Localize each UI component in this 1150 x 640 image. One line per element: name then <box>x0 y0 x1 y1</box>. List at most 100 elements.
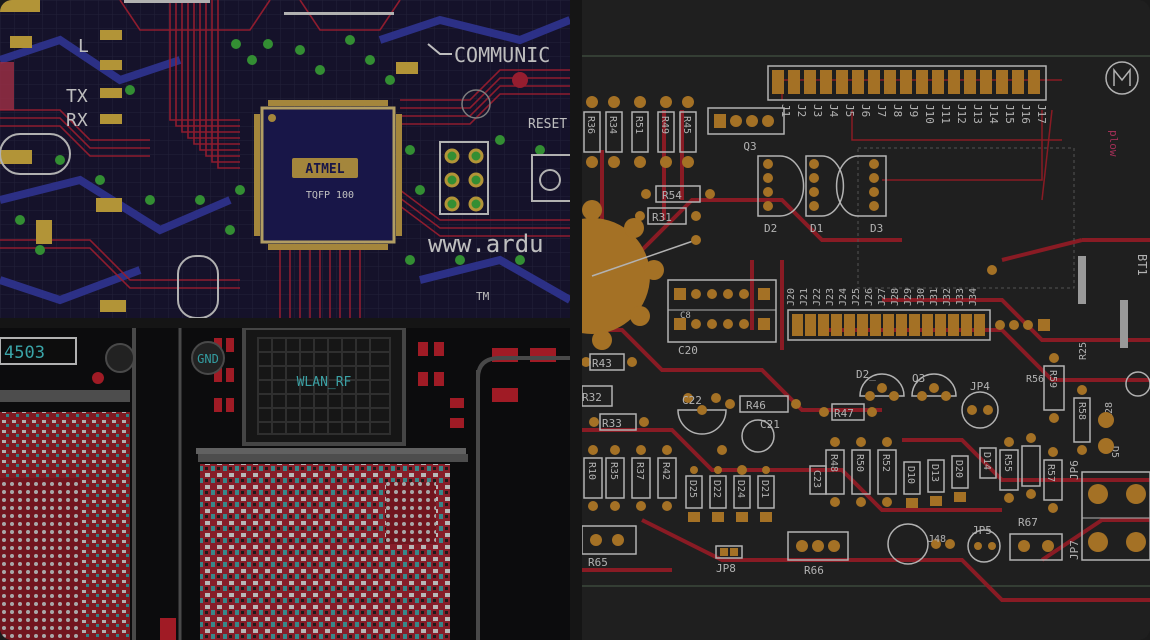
rf-pcb-art: WLAN_RF 4503 GND <box>0 328 570 640</box>
connector-strip <box>0 390 130 402</box>
svg-text:C23: C23 <box>811 470 822 488</box>
svg-text:J11: J11 <box>939 104 952 124</box>
svg-text:R51: R51 <box>633 116 644 134</box>
via-dots <box>15 35 545 265</box>
label-d1: D1 <box>810 222 823 235</box>
bga-chip <box>386 482 436 544</box>
svg-text:J29: J29 <box>903 288 914 306</box>
fiducial-marker <box>1105 61 1139 95</box>
svg-text:J14: J14 <box>987 104 1000 124</box>
svg-text:J21: J21 <box>799 288 810 306</box>
svg-text:J33: J33 <box>955 288 966 306</box>
svg-text:J28: J28 <box>890 288 901 306</box>
svg-text:J22: J22 <box>812 288 823 306</box>
part-label-box <box>0 337 77 365</box>
resistors-r46-r47: R46 R47 <box>725 395 877 421</box>
svg-text:R31: R31 <box>652 211 672 224</box>
gray-strip <box>196 448 466 454</box>
shield-edge <box>198 454 468 462</box>
crystal-outline <box>0 133 71 175</box>
svg-text:J10: J10 <box>923 104 936 124</box>
svg-text:J48: J48 <box>928 534 946 545</box>
svg-text:J2: J2 <box>795 104 808 117</box>
svg-text:J17: J17 <box>1035 104 1048 124</box>
svg-text:D14: D14 <box>981 452 992 470</box>
reset-button-circle <box>539 169 561 191</box>
svg-text:J31: J31 <box>929 288 940 306</box>
jumper-jp7-jp8: JP6 JP7 <box>1068 460 1150 561</box>
label-l: L <box>78 36 89 57</box>
svg-text:J26: J26 <box>864 288 875 306</box>
resistors-left-mid: R43 R32 R33 <box>582 353 649 431</box>
silk-line <box>284 12 394 15</box>
jumper-jp6: C8 C20 <box>667 279 777 357</box>
svg-text:J27: J27 <box>877 288 888 306</box>
svg-text:J8: J8 <box>891 104 904 117</box>
diode-group <box>757 155 887 217</box>
label-tx: TX <box>66 86 88 107</box>
svg-text:J4: J4 <box>827 104 840 118</box>
svg-text:D10: D10 <box>905 466 916 484</box>
svg-text:C20: C20 <box>678 344 698 357</box>
header-pins <box>439 141 489 215</box>
svg-text:R43: R43 <box>592 357 612 370</box>
panel-gap-horizontal <box>0 318 570 328</box>
svg-text:R67: R67 <box>1018 516 1038 529</box>
svg-text:Q3: Q3 <box>743 140 756 153</box>
label-d2: D2 <box>764 222 777 235</box>
silk-line-2 <box>124 0 210 3</box>
svg-text:R25: R25 <box>1078 342 1089 360</box>
label-tm: TM <box>476 290 490 303</box>
svg-text:JP5: JP5 <box>972 524 992 537</box>
svg-text:R35: R35 <box>608 462 619 480</box>
svg-text:R50: R50 <box>854 454 865 472</box>
layout-pcb-panel: J1 J2 J3 J4 J5 J6 J7 J8 J9 J10 J11 J12 J… <box>582 0 1150 640</box>
wlan-rf-label: WLAN_RF <box>297 375 352 390</box>
chip-package-label: TQFP 100 <box>306 190 354 201</box>
svg-text:J1: J1 <box>779 104 792 117</box>
label-d3: D3 <box>870 222 883 235</box>
svg-text:R66: R66 <box>804 564 824 577</box>
svg-text:R42: R42 <box>660 462 671 480</box>
svg-text:R55: R55 <box>1002 454 1013 472</box>
svg-text:R58: R58 <box>1076 402 1087 420</box>
svg-text:R54: R54 <box>662 189 682 202</box>
svg-text:C21: C21 <box>760 418 780 431</box>
top-left-pad <box>0 0 40 12</box>
svg-text:R49: R49 <box>659 116 670 134</box>
svg-text:J5: J5 <box>843 104 856 117</box>
svg-text:J25: J25 <box>851 288 862 306</box>
arduino-pcb-art: ATMEL TQFP 100 <box>0 0 570 318</box>
svg-text:R45: R45 <box>681 116 692 134</box>
resistor-r54-r31: R54 R31 <box>635 185 715 225</box>
wlan-rf-module: WLAN_RF <box>242 328 406 446</box>
smd-pads <box>0 30 418 312</box>
transistor-group: C22 D2_ Q3 JP4 C21 <box>677 368 999 475</box>
part-label: 4503 <box>4 343 45 363</box>
svg-text:J15: J15 <box>1003 104 1016 124</box>
svg-text:D22: D22 <box>711 480 722 498</box>
svg-text:R34: R34 <box>607 116 618 134</box>
svg-text:D25: D25 <box>687 480 698 498</box>
arduino-pcb-panel: ATMEL TQFP 100 <box>0 0 570 318</box>
svg-text:R46: R46 <box>746 399 766 412</box>
svg-text:J7: J7 <box>875 104 888 117</box>
layout-pcb-art: J1 J2 J3 J4 J5 J6 J7 J8 J9 J10 J11 J12 J… <box>582 0 1150 640</box>
svg-text:D20: D20 <box>953 460 964 478</box>
svg-text:D21: D21 <box>759 480 770 498</box>
svg-text:J20: J20 <box>786 288 797 306</box>
svg-text:Q3: Q3 <box>912 372 925 385</box>
svg-text:R47: R47 <box>834 407 854 420</box>
mcu-chip: ATMEL TQFP 100 <box>254 100 402 250</box>
svg-text:R33: R33 <box>602 417 622 430</box>
label-reset: RESET <box>528 117 567 132</box>
svg-text:R32: R32 <box>582 391 602 404</box>
svg-text:J16: J16 <box>1019 104 1032 124</box>
fiducial-mark <box>1113 67 1131 86</box>
comm-leader-line <box>427 43 452 55</box>
svg-text:J13: J13 <box>971 104 984 124</box>
svg-text:J30: J30 <box>916 288 927 306</box>
label-url: www.ardu <box>428 230 544 258</box>
gnd-pad <box>191 341 225 375</box>
svg-text:R10: R10 <box>586 462 597 480</box>
